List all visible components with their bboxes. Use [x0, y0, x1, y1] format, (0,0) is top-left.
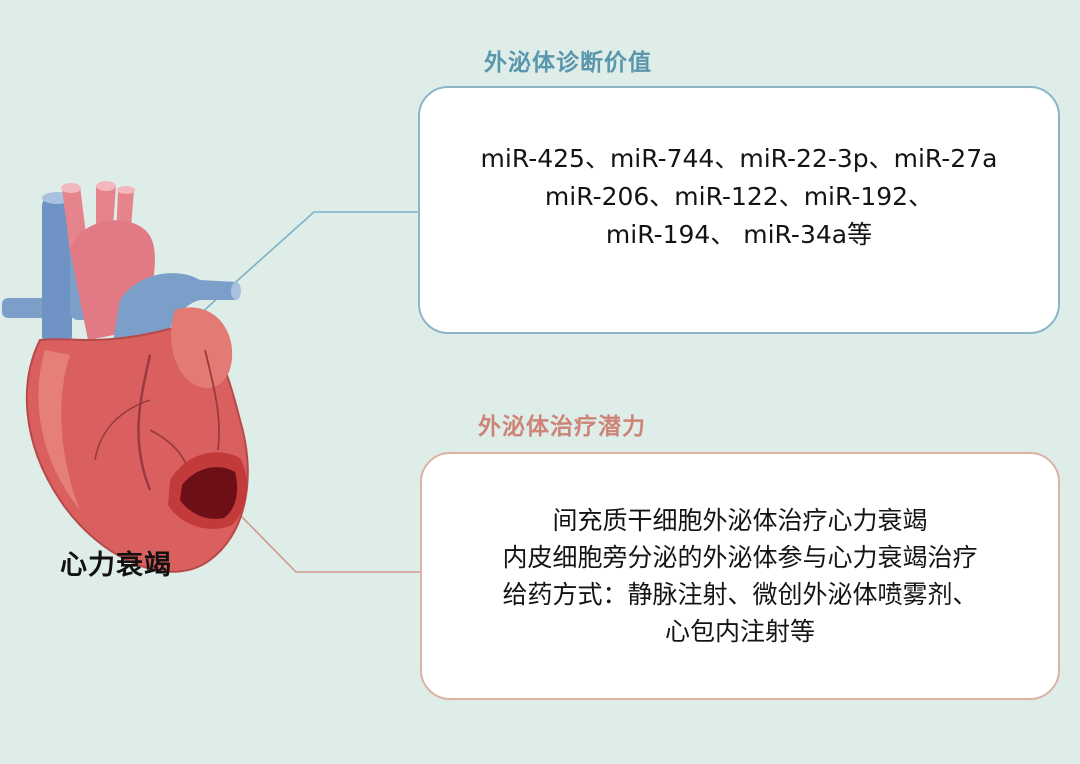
therapeutic-info-box: 间充质干细胞外泌体治疗心力衰竭 内皮细胞旁分泌的外泌体参与心力衰竭治疗 给药方式…: [420, 452, 1060, 700]
connector-line-diagnostic: [151, 211, 420, 358]
therapeutic-line: 给药方式：静脉注射、微创外泌体喷雾剂、: [502, 580, 978, 609]
diagnostic-line: miR-206、miR-122、miR-192、: [544, 182, 934, 211]
diagnostic-line: miR-425、miR-744、miR-22-3p、miR-27a: [480, 144, 998, 173]
diagnostic-section-title: 外泌体诊断价值: [484, 50, 652, 76]
therapeutic-line: 间充质干细胞外泌体治疗心力衰竭: [552, 506, 928, 535]
heart-failure-label: 心力衰竭: [60, 550, 172, 581]
diagnostic-info-box: miR-425、miR-744、miR-22-3p、miR-27a miR-20…: [418, 86, 1060, 334]
diagnostic-line: miR-194、 miR-34a等: [605, 220, 873, 249]
therapeutic-line: 内皮细胞旁分泌的外泌体参与心力衰竭治疗: [502, 543, 978, 572]
therapeutic-line: 心包内注射等: [664, 617, 815, 646]
therapeutic-section-title: 外泌体治疗潜力: [478, 414, 646, 440]
